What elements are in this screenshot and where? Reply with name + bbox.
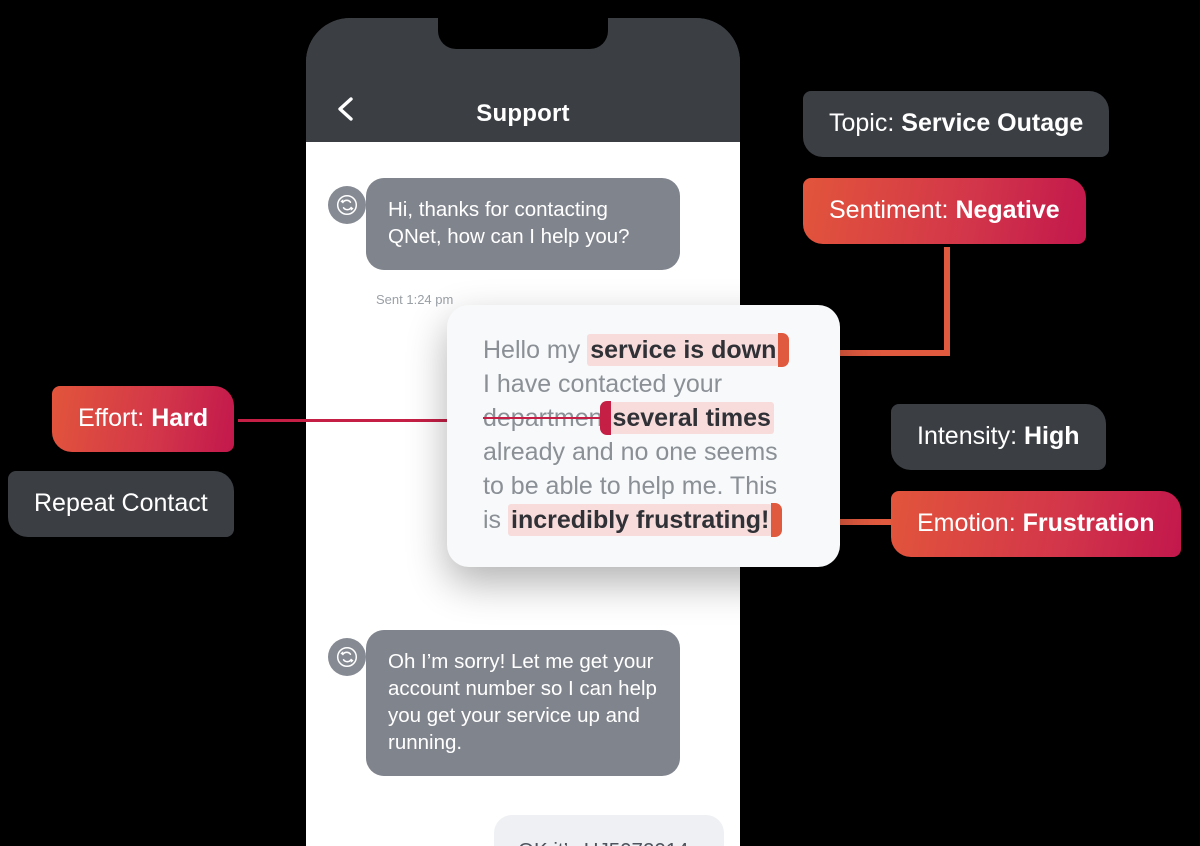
badge-label: Effort:	[78, 404, 152, 432]
message-timestamp: Sent 1:24 pm	[376, 292, 454, 307]
connector-sentiment-horizontal	[820, 350, 950, 356]
highlight-marker-left	[600, 401, 612, 435]
text-segment: already and no one seems	[483, 438, 778, 466]
highlight-text: several times	[612, 404, 771, 432]
highlight-marker-right	[771, 503, 783, 537]
badge-label: Intensity:	[917, 422, 1024, 450]
customer-message-card: Hello my service is down, I have contact…	[447, 305, 840, 567]
page-title: Support	[476, 100, 570, 127]
badge-label: Repeat Contact	[34, 489, 208, 517]
annotation-badge-effort[interactable]: Effort: Hard	[52, 386, 235, 452]
message-row-agent-1: Hi, thanks for contacting QNet, how can …	[328, 178, 680, 270]
highlight-text: incredibly frustrating!	[511, 506, 770, 534]
sync-arrows-icon	[328, 186, 366, 224]
badge-label: Sentiment:	[829, 196, 956, 224]
badge-value: Frustration	[1022, 509, 1155, 537]
phone-notch	[438, 18, 608, 49]
text-segment: is	[483, 506, 508, 534]
badge-value: High	[1024, 422, 1080, 450]
connector-emotion-line	[810, 519, 894, 525]
badge-label: Topic:	[829, 109, 902, 137]
badge-value: Negative	[955, 196, 1060, 224]
highlight-several-times: several times	[600, 401, 774, 435]
annotation-badge-repeat-contact[interactable]: Repeat Contact	[8, 471, 234, 537]
badge-value: Service Outage	[901, 109, 1084, 137]
highlight-incredibly-frustrating: incredibly frustrating!	[508, 503, 783, 537]
sync-arrows-icon	[328, 638, 366, 676]
connector-sentiment-vertical	[944, 247, 950, 353]
text-segment-struck: department	[483, 404, 610, 432]
message-row-agent-2: Oh I’m sorry! Let me get your account nu…	[328, 630, 680, 776]
annotation-badge-topic[interactable]: Topic: Service Outage	[803, 91, 1110, 157]
text-segment: to be able to help me. This	[483, 472, 778, 500]
badge-label: Emotion:	[917, 509, 1023, 537]
highlight-service-is-down: service is down	[587, 333, 790, 367]
text-segment: Hello my	[483, 336, 588, 364]
badge-value: Hard	[151, 404, 209, 432]
message-bubble-agent: Oh I’m sorry! Let me get your account nu…	[366, 630, 680, 776]
back-chevron-icon[interactable]	[334, 96, 360, 122]
annotation-badge-emotion[interactable]: Emotion: Frustration	[891, 491, 1181, 557]
message-bubble-agent: Hi, thanks for contacting QNet, how can …	[366, 178, 680, 270]
customer-message-text: Hello my service is down, I have contact…	[483, 333, 810, 537]
message-bubble-customer: OK it’s HJ5072014	[494, 815, 724, 846]
phone-mockup: Support Hi, thanks for contacting QNet, …	[306, 18, 740, 846]
text-segment: I have contacted your	[483, 370, 723, 398]
highlight-text: service is down	[590, 336, 777, 364]
highlight-marker-right	[778, 333, 790, 367]
annotation-badge-sentiment[interactable]: Sentiment: Negative	[803, 178, 1086, 244]
annotation-badge-intensity[interactable]: Intensity: High	[891, 404, 1106, 470]
connector-effort-line	[238, 419, 628, 422]
